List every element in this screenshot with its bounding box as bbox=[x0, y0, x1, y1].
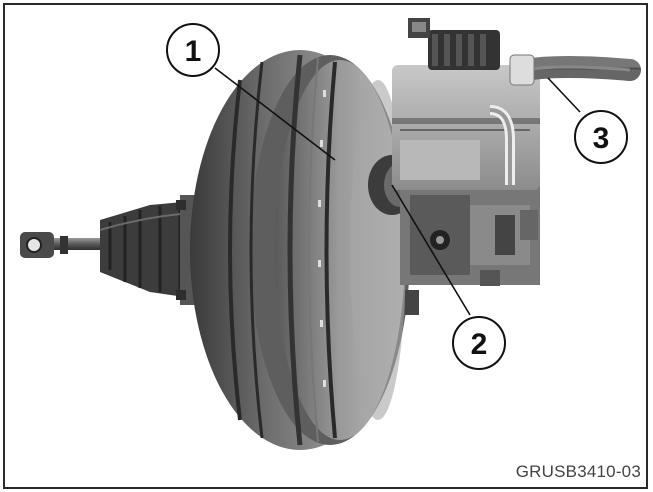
master-cylinder bbox=[400, 185, 540, 315]
booster-body bbox=[190, 50, 410, 450]
leader-line-1 bbox=[214, 67, 336, 161]
leader-line-2 bbox=[391, 184, 471, 316]
leader-line-3 bbox=[547, 77, 581, 113]
callout-1: 1 bbox=[166, 23, 220, 77]
figure-code: GRUSB3410-03 bbox=[515, 462, 641, 481]
callout-2: 2 bbox=[452, 316, 506, 370]
callout-2-label: 2 bbox=[471, 328, 488, 361]
callout-3-label: 3 bbox=[593, 122, 610, 155]
leader-lines bbox=[214, 67, 581, 316]
clutch-hose bbox=[509, 54, 641, 86]
callout-1-label: 1 bbox=[185, 35, 202, 68]
push-rod bbox=[20, 232, 108, 258]
callout-3: 3 bbox=[574, 110, 628, 164]
fluid-reservoir bbox=[392, 18, 540, 190]
